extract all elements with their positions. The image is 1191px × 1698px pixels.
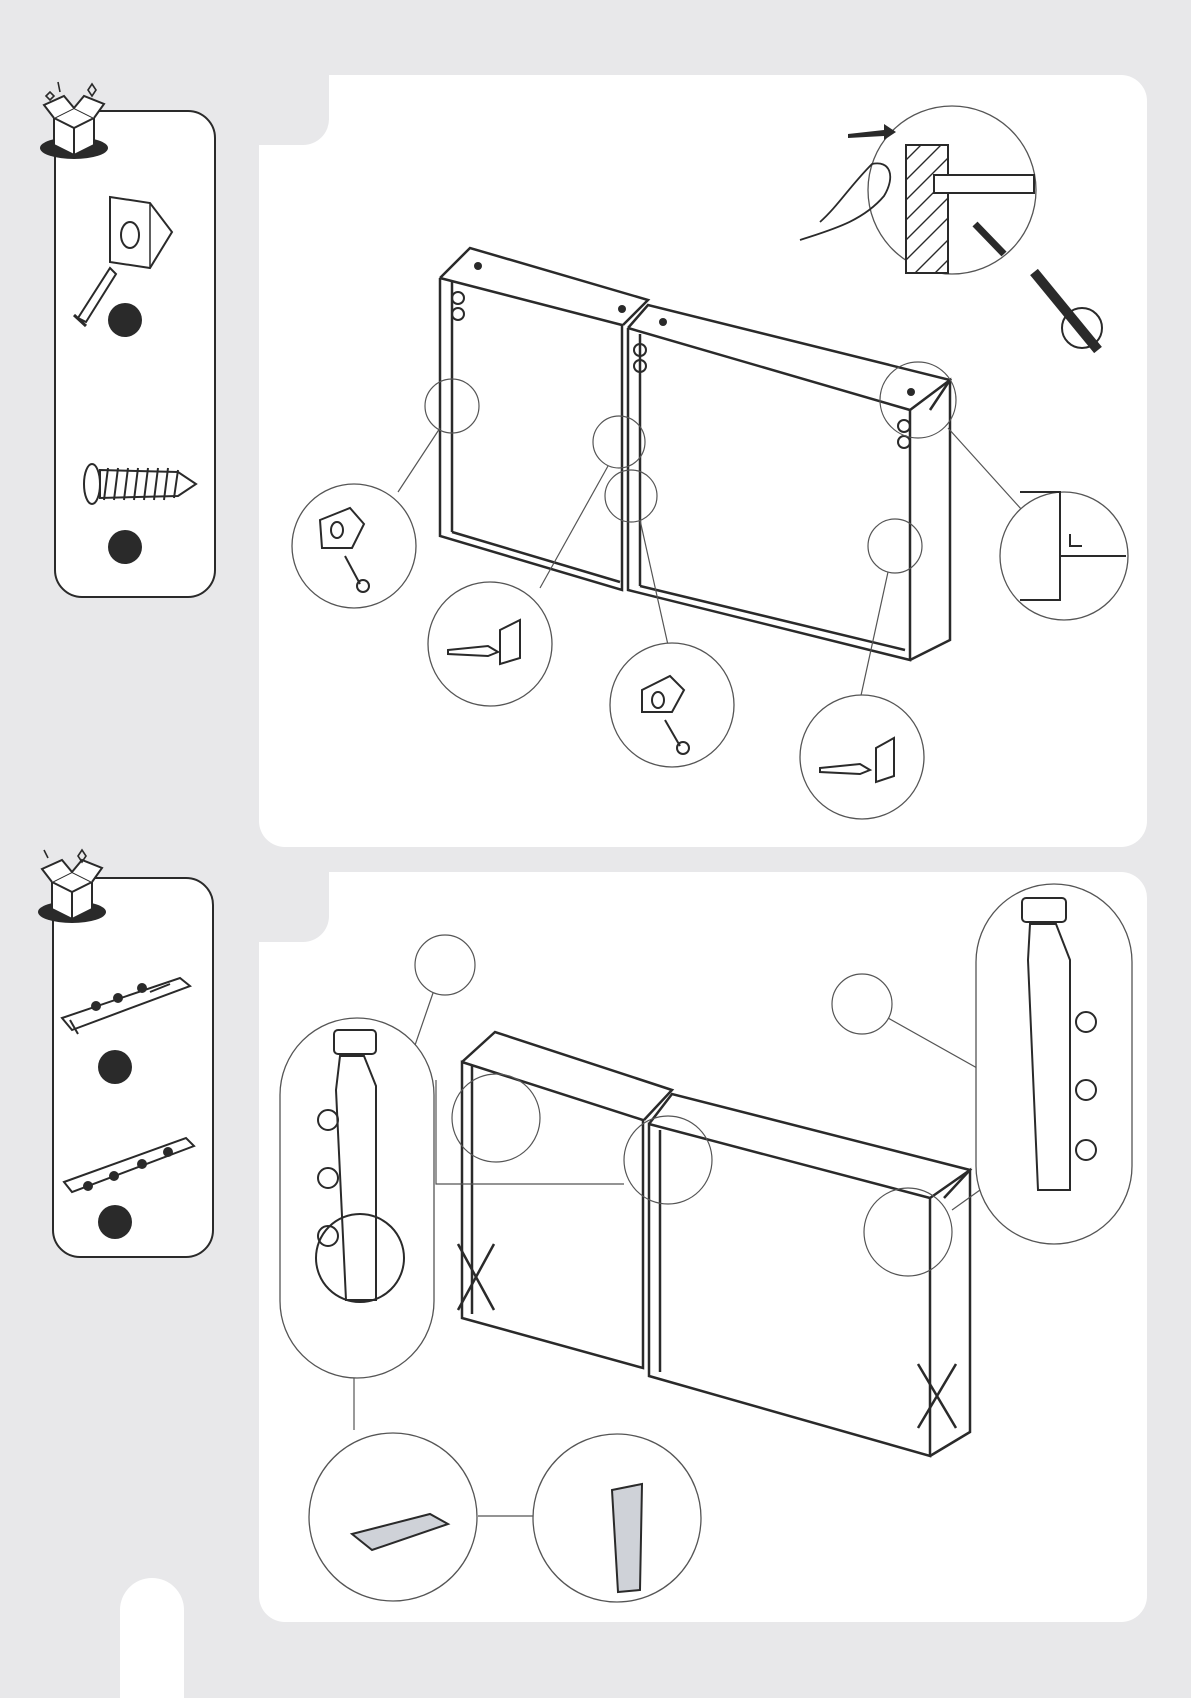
- lever-detail-1: [309, 1433, 477, 1601]
- hinge-closeup-left: [280, 1018, 434, 1378]
- page-number-tab: [120, 1578, 184, 1698]
